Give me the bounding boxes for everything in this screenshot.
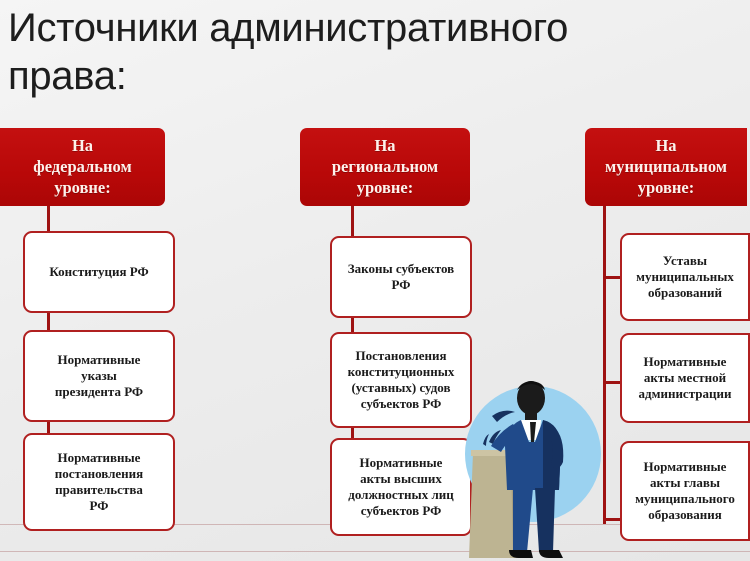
speaker-left-shoe (509, 550, 533, 558)
header-municipal[interactable]: На муниципальном уровне: (585, 128, 747, 206)
gesture-paper (492, 410, 515, 422)
speaker-left-leg (513, 488, 533, 552)
item-municipal-2[interactable]: Нормативные акты местной администрации (620, 333, 750, 423)
speaker-head (517, 381, 545, 415)
column-regional: На региональном уровне: Законы субъектов… (300, 128, 476, 536)
speaker-right-arm (549, 426, 564, 469)
title-area: Источники административного права: (8, 4, 748, 114)
connector-rail-municipal (603, 206, 606, 524)
item-federal-3[interactable]: Нормативные постановления правительства … (23, 433, 175, 531)
speaker-right-leg (535, 488, 555, 552)
speaker-at-podium-illustration (465, 381, 601, 558)
item-regional-2[interactable]: Постановления конституционных (уставных)… (330, 332, 472, 428)
item-municipal-1[interactable]: Уставы муниципальных образований (620, 233, 750, 321)
connector-stub-municipal-2 (603, 381, 623, 384)
column-federal: На федеральном уровне: Конституция РФ Но… (0, 128, 178, 531)
item-federal-2[interactable]: Нормативные указы президента РФ (23, 330, 175, 422)
speaker-right-shoe (539, 550, 563, 558)
item-federal-1[interactable]: Конституция РФ (23, 231, 175, 313)
connector-stub-municipal-3 (603, 518, 623, 521)
podium-paper-mark-1 (489, 430, 501, 444)
column-municipal: На муниципальном уровне: Уставы муниципа… (585, 128, 750, 541)
page-title: Источники административного права: (8, 6, 569, 98)
speaker-hair (517, 381, 545, 390)
header-regional[interactable]: На региональном уровне: (300, 128, 470, 206)
background-rule-lower (0, 551, 750, 552)
item-regional-1[interactable]: Законы субъектов РФ (330, 236, 472, 318)
item-municipal-3[interactable]: Нормативные акты главы муниципального об… (620, 441, 750, 541)
connector-stub-municipal-1 (603, 276, 623, 279)
header-federal[interactable]: На федеральном уровне: (0, 128, 165, 206)
speaker-tie (530, 422, 536, 442)
item-regional-3[interactable]: Нормативные акты высших должностных лиц … (330, 438, 472, 536)
podium-paper-mark-2 (483, 434, 489, 446)
speaker-neck (525, 412, 537, 422)
